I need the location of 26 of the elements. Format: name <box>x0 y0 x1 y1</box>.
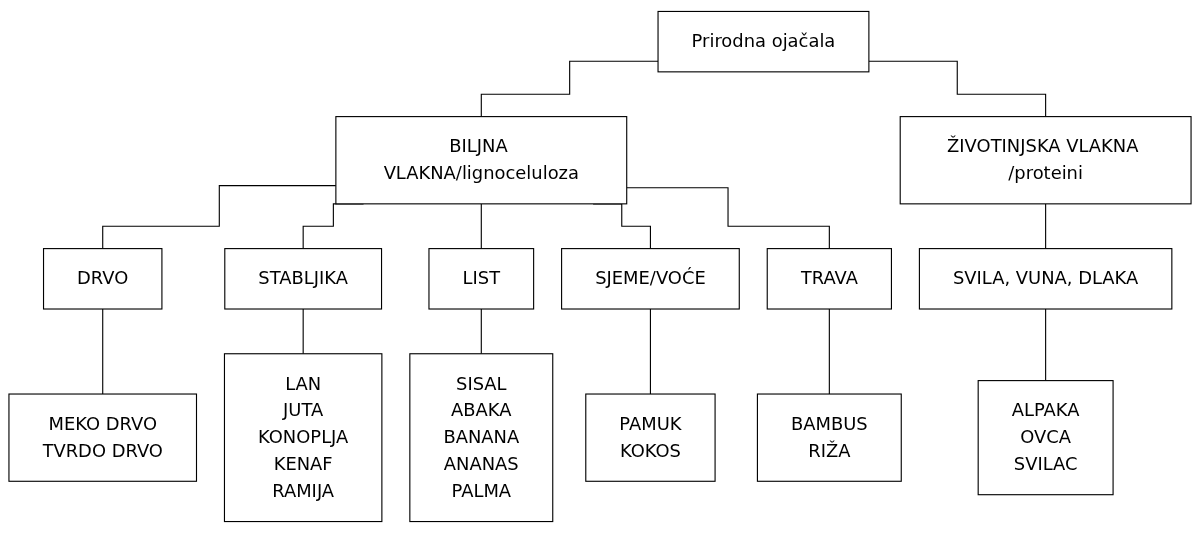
connector <box>868 60 1047 118</box>
node-box: TRAVA <box>766 248 892 310</box>
node-box: LAN JUTA KONOPLJA KENAF RAMIJA <box>223 353 383 523</box>
connector <box>480 308 482 355</box>
node-box: MEKO DRVO TVRDO DRVO <box>8 393 198 482</box>
connector <box>302 308 304 355</box>
connector <box>828 308 830 395</box>
connector <box>480 203 482 250</box>
node-box: SVILA, VUNA, DLAKA <box>918 248 1173 310</box>
node-box: SJEME/VOĆE <box>561 248 740 310</box>
node-box: DRVO <box>42 248 163 310</box>
node-box: STABLJIKA <box>224 248 383 310</box>
node-box: PAMUK KOKOS <box>585 393 716 482</box>
connector <box>1045 308 1047 382</box>
connector <box>649 308 651 395</box>
node-box: ŽIVOTINJSKA VLAKNA /proteini <box>899 116 1192 205</box>
node-box: BILJNA VLAKNA/lignoceluloza <box>335 116 628 205</box>
connector <box>1045 203 1047 250</box>
connector <box>102 308 104 395</box>
node-box: LIST <box>428 248 535 310</box>
node-box: SISAL ABAKA BANANA ANANAS PALMA <box>409 353 554 523</box>
connector <box>480 60 659 118</box>
connector <box>626 187 830 250</box>
node-box: ALPAKA OVCA SVILAC <box>977 380 1114 496</box>
node-box: BAMBUS RIŽA <box>756 393 902 482</box>
node-box: Prirodna ojačala <box>657 10 870 73</box>
